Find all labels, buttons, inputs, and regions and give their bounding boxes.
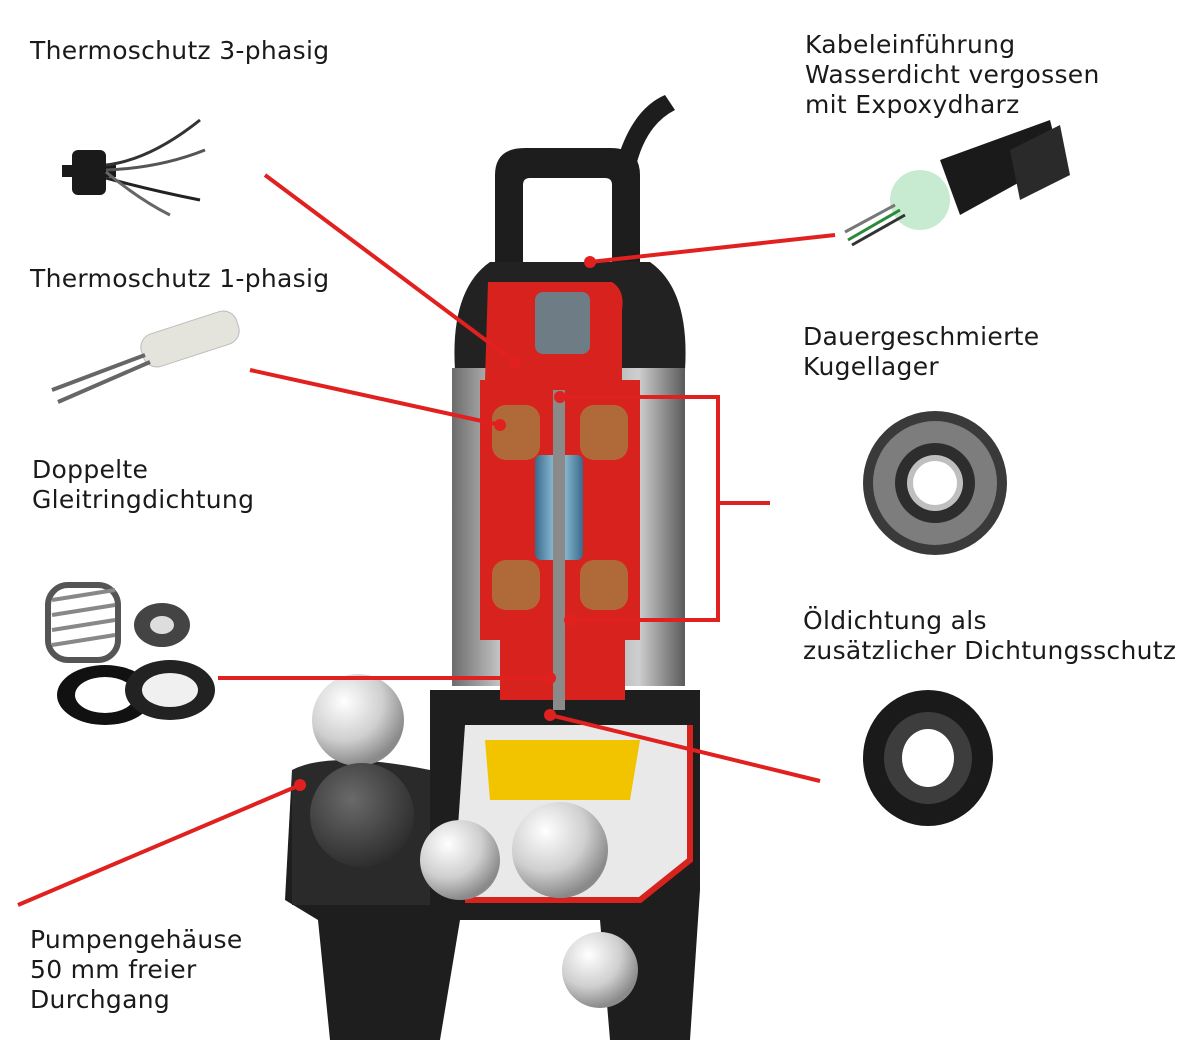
mechanical-seal-icon (45, 582, 215, 725)
leader-cable (589, 233, 836, 264)
cable-gland-icon (844, 120, 1070, 247)
label-oilseal: Öldichtung als zusätzlicher Dichtungssch… (803, 606, 1177, 665)
label-housing: Pumpengehäuse 50 mm freier Durchgang (30, 925, 243, 1014)
leader-bearing-bracket (560, 395, 720, 622)
oil-seal-icon (863, 690, 993, 826)
label-thermo1: Thermoschutz 1-phasig (30, 264, 330, 293)
label-bearing: Dauergeschmierte Kugellager (803, 322, 1040, 381)
label-cable: Kabeleinführung Wasserdicht vergossen mi… (805, 30, 1100, 119)
ball-bearing-icon (863, 411, 1007, 555)
leader-dots (294, 256, 596, 791)
leader-thermo3 (263, 173, 517, 364)
leader-oilseal (549, 713, 821, 783)
thermo3-sensor-icon (62, 118, 206, 217)
thermo1-sensor-icon (51, 310, 240, 404)
label-seal: Doppelte Gleitringdichtung (32, 455, 255, 514)
pump-cutaway-icon (285, 95, 700, 1040)
label-thermo3: Thermoschutz 3-phasig (30, 36, 330, 65)
leader-housing (17, 783, 301, 907)
leader-thermo1 (249, 368, 501, 427)
leader-lines (17, 173, 836, 907)
